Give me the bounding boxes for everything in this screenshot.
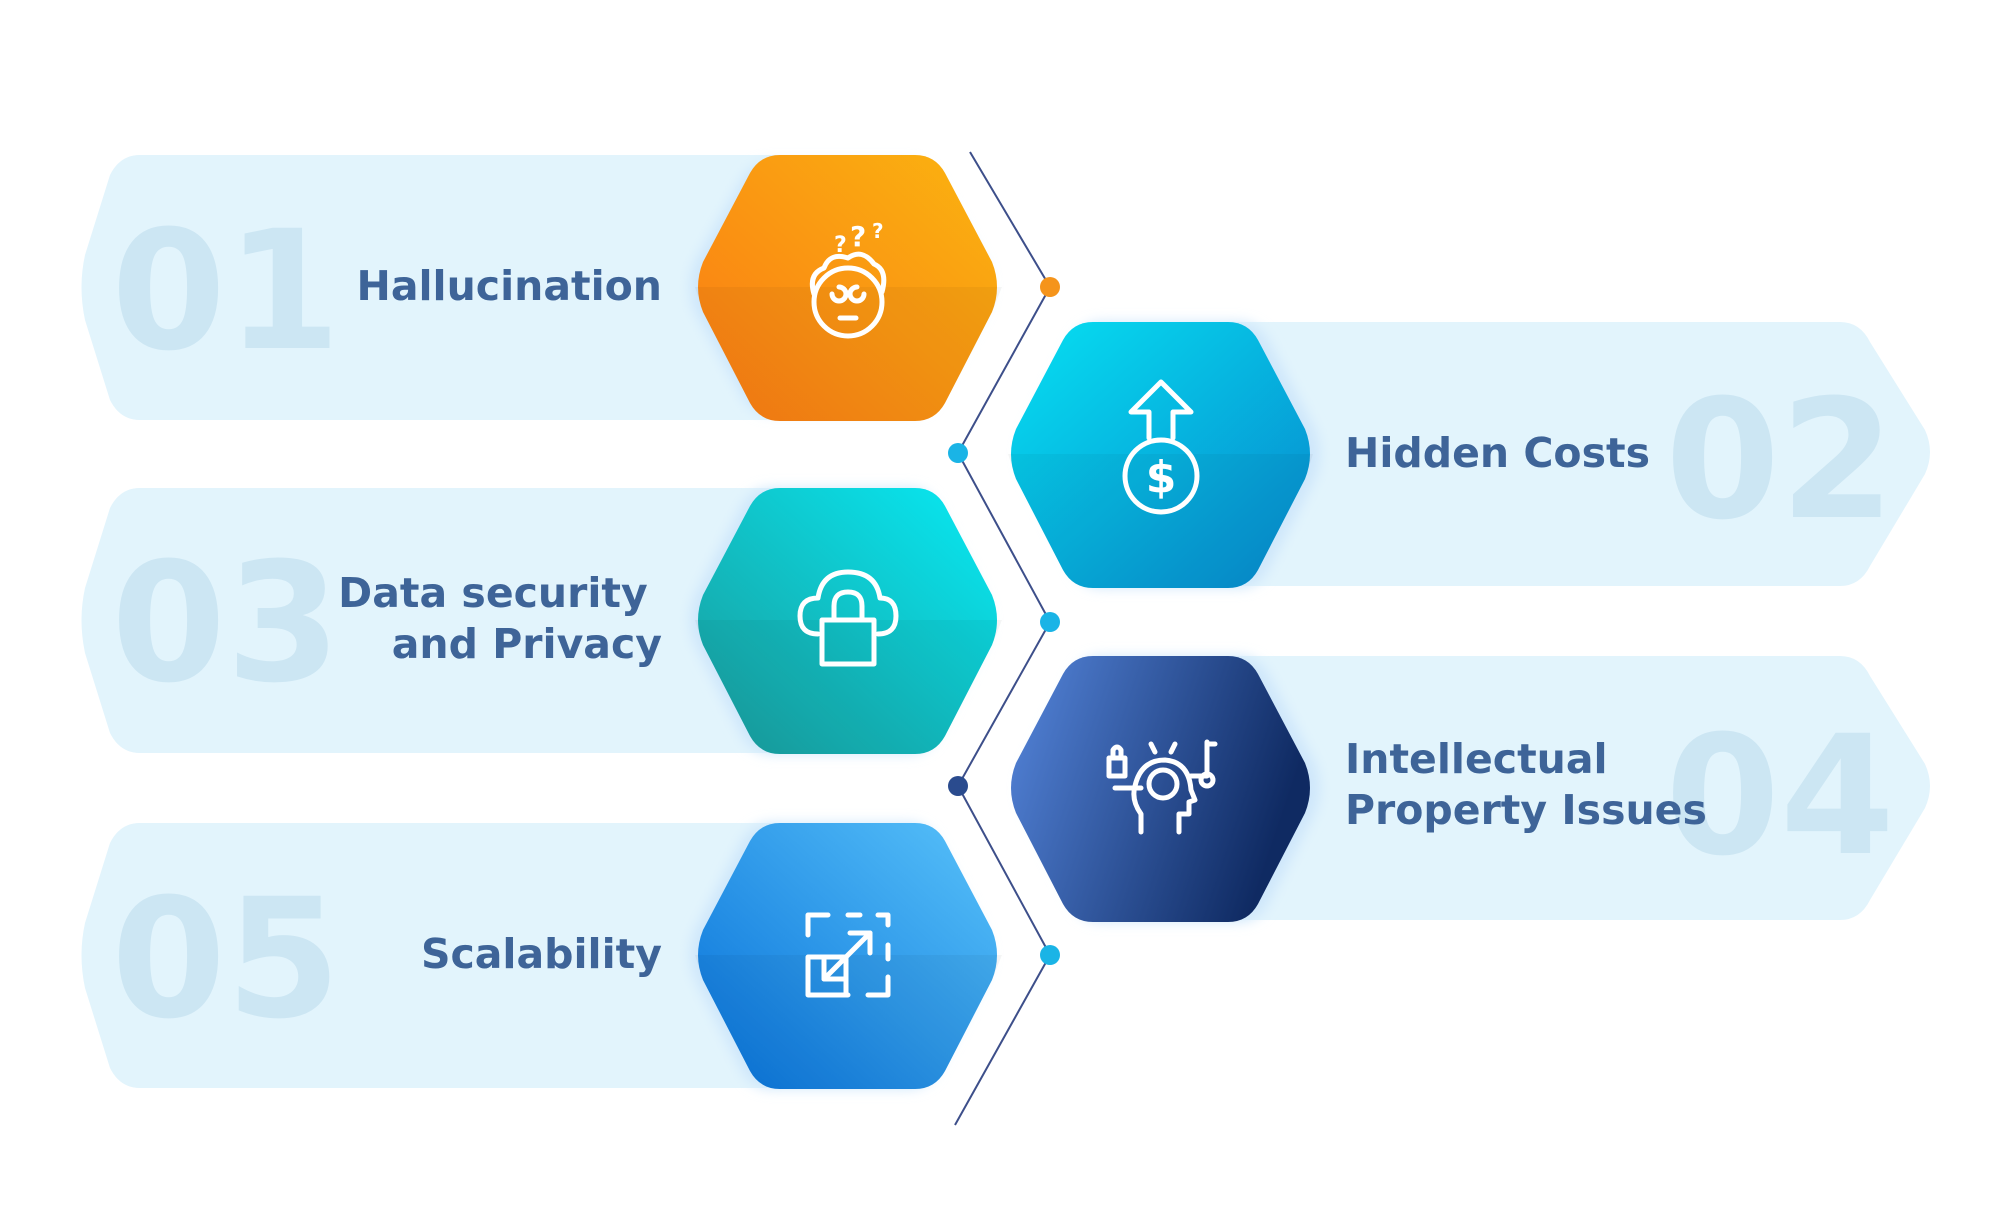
band-05 <box>81 823 820 1088</box>
hexagon-04 <box>1011 656 1320 922</box>
svg-text:?: ? <box>850 220 866 253</box>
item-number-04: 04 <box>1665 700 1895 892</box>
item-label-02: Hidden Costs <box>1345 429 1650 477</box>
item-number-05: 05 <box>111 863 341 1055</box>
connector-dot-04 <box>948 776 968 796</box>
idea-protection-icon <box>1106 739 1218 835</box>
rising-cost-icon: $ <box>1122 379 1200 515</box>
confused-person-icon: ? ? ? <box>809 219 887 339</box>
item-label-04: Intellectual Property Issues <box>1345 735 1707 834</box>
item-label-01: Hallucination <box>357 262 663 310</box>
resize-arrows-icon <box>805 912 891 998</box>
hexagon-02 <box>1008 322 1320 588</box>
connector-dot-02 <box>948 443 968 463</box>
svg-text:?: ? <box>834 233 847 258</box>
item-label-03: Data security and Privacy <box>338 569 662 668</box>
cloud-lock-icon <box>797 569 899 667</box>
svg-text:$: $ <box>1146 452 1177 503</box>
band-02 <box>1200 322 1930 586</box>
item-number-01: 01 <box>111 195 341 387</box>
connector-dot-01 <box>1040 277 1060 297</box>
svg-text:?: ? <box>872 219 884 243</box>
connector-dot-03 <box>1040 612 1060 632</box>
item-label-05: Scalability <box>421 930 662 978</box>
item-number-02: 02 <box>1665 364 1895 556</box>
band-04 <box>1200 656 1930 920</box>
item-number-03: 03 <box>111 527 341 719</box>
band-01 <box>81 155 820 420</box>
band-03 <box>81 488 820 753</box>
connector-dot-05 <box>1040 945 1060 965</box>
